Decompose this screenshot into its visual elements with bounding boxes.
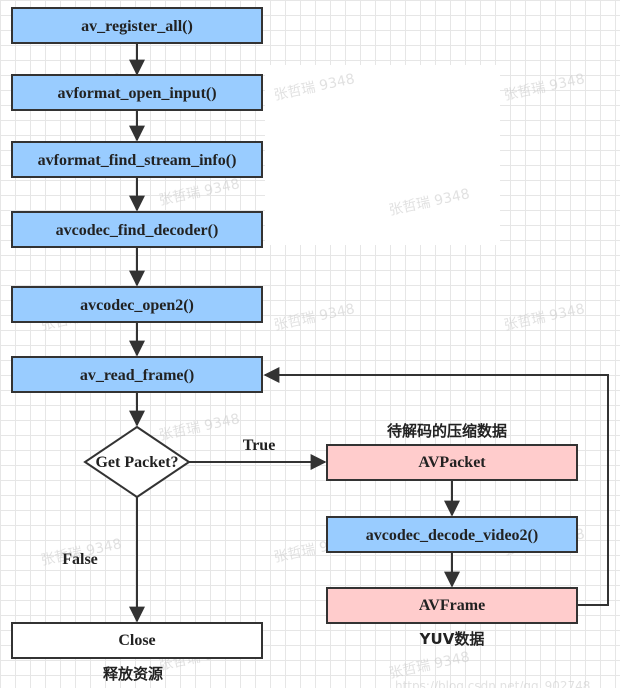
watermark-text: 张哲瑞 9348 bbox=[388, 649, 472, 682]
edge-label-false: False bbox=[62, 551, 98, 568]
node-av-read-frame: av_read_frame() bbox=[11, 356, 263, 393]
watermark-text: 张哲瑞 9348 bbox=[158, 411, 242, 444]
node-avformat-find-stream-info: avformat_find_stream_info() bbox=[11, 141, 263, 178]
node-box bbox=[11, 622, 263, 659]
watermark-text: 张哲瑞 9348 bbox=[503, 301, 587, 334]
node-avcodec-open2: avcodec_open2() bbox=[11, 286, 263, 323]
node-avpacket: AVPacket bbox=[326, 444, 578, 481]
node-avframe: AVFrame bbox=[326, 587, 578, 624]
caption-yuv-data: YUV数据 bbox=[419, 630, 485, 648]
node-label: avformat_open_input() bbox=[57, 85, 216, 102]
caption-compressed-data: 待解码的压缩数据 bbox=[387, 422, 507, 440]
node-label: av_read_frame() bbox=[80, 367, 194, 384]
node-label: avformat_find_stream_info() bbox=[38, 152, 237, 169]
node-box bbox=[11, 356, 263, 393]
node-label: Close bbox=[118, 632, 155, 649]
node-avformat-open-input: avformat_open_input() bbox=[11, 74, 263, 111]
node-label: AVFrame bbox=[419, 597, 485, 614]
node-box bbox=[326, 444, 578, 481]
node-label: avcodec_find_decoder() bbox=[56, 222, 219, 239]
node-box bbox=[11, 211, 263, 248]
node-box bbox=[11, 74, 263, 111]
node-avcodec-find-decoder: avcodec_find_decoder() bbox=[11, 211, 263, 248]
node-close: Close bbox=[11, 622, 263, 659]
node-box bbox=[326, 516, 578, 553]
node-box bbox=[11, 286, 263, 323]
node-label: avcodec_decode_video2() bbox=[366, 527, 538, 544]
node-box bbox=[11, 7, 263, 44]
node-avcodec-decode-video2: avcodec_decode_video2() bbox=[326, 516, 578, 553]
node-label: AVPacket bbox=[418, 454, 486, 471]
decision-label: Get Packet? bbox=[95, 454, 178, 471]
edge-avframe-loop-to-read-frame bbox=[263, 367, 609, 606]
node-box bbox=[11, 141, 263, 178]
watermark-text: 张哲瑞 9348 bbox=[273, 301, 357, 334]
node-label: av_register_all() bbox=[81, 18, 193, 35]
edges bbox=[129, 43, 609, 623]
decision-diamond bbox=[83, 425, 191, 499]
watermark-url: https://blog.csdn.net/qq_902748 bbox=[395, 679, 590, 688]
node-get-packet-decision: Get Packet? bbox=[83, 425, 191, 499]
edge-label-true: True bbox=[243, 437, 276, 454]
watermark-text: 张哲瑞 9348 bbox=[503, 71, 587, 104]
node-label: avcodec_open2() bbox=[80, 297, 194, 314]
node-box bbox=[326, 587, 578, 624]
watermark-text: 张哲瑞 9348 bbox=[158, 176, 242, 209]
node-av-register-all: av_register_all() bbox=[11, 7, 263, 44]
background-panel bbox=[265, 65, 500, 245]
caption-release-resources: 释放资源 bbox=[103, 665, 163, 683]
